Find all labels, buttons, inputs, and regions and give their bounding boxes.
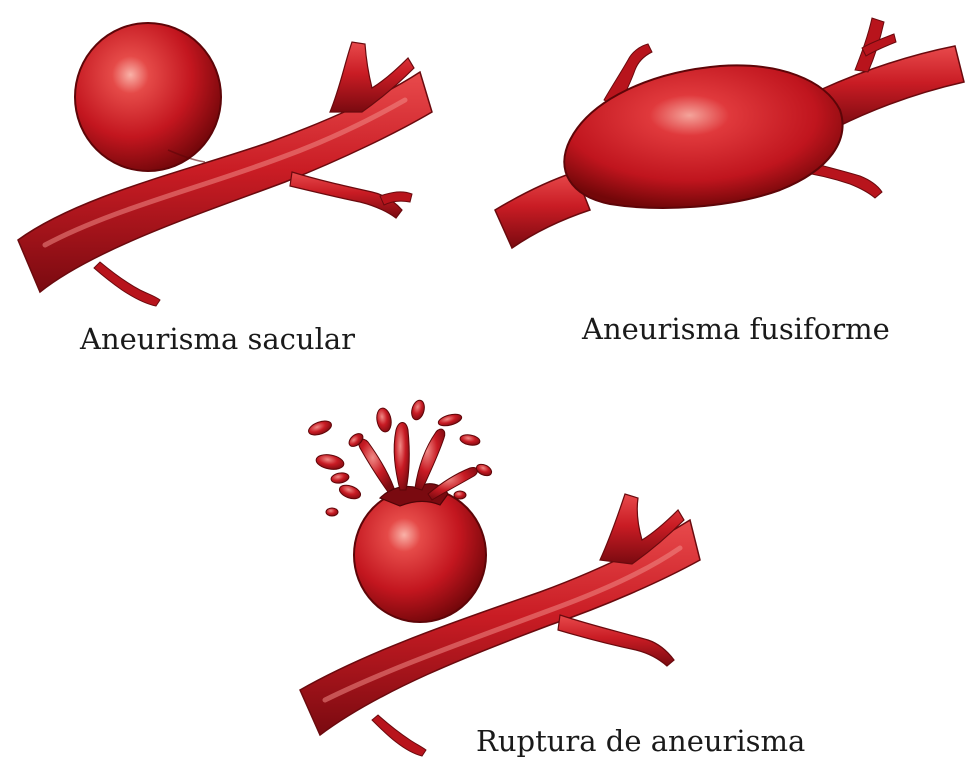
ruptured-lower-branch (558, 615, 674, 666)
saccular-lower-branch (290, 172, 412, 218)
ruptured-aneurysm-illustration (300, 399, 700, 756)
caption-fusiform-aneurysm: Aneurisma fusiforme (582, 312, 890, 346)
ruptured-sac (354, 484, 486, 622)
fusiform-dilation (564, 65, 842, 207)
fusiform-aneurysm-illustration (495, 18, 964, 248)
saccular-sac (75, 23, 221, 171)
caption-saccular-aneurysm: Aneurisma sacular (80, 322, 355, 356)
saccular-tail-branch (94, 262, 160, 306)
ruptured-tail-branch (372, 715, 426, 756)
caption-ruptured-aneurysm: Ruptura de aneurisma (476, 724, 805, 758)
saccular-aneurysm-illustration (18, 23, 432, 306)
